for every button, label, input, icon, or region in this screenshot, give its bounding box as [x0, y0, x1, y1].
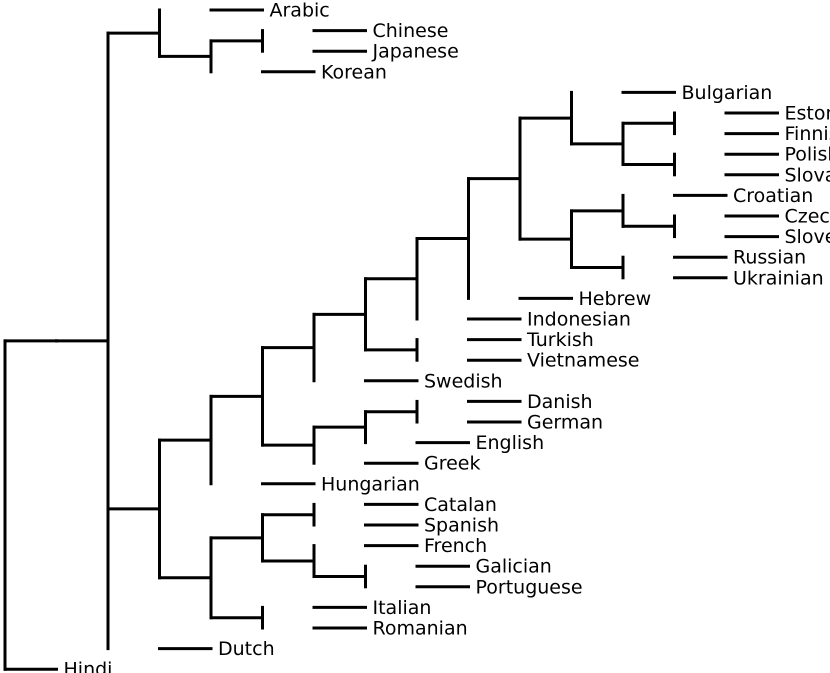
leaf-label-czech: Czech: [785, 206, 830, 228]
leaf-label-hindi: Hindi: [64, 659, 113, 673]
leaf-label-spanish: Spanish: [424, 515, 499, 537]
leaf-label-finnish: Finnish: [785, 123, 830, 145]
leaf-label-galician: Galician: [476, 556, 552, 578]
leaf-label-croatian: Croatian: [733, 185, 813, 207]
leaf-label-dutch: Dutch: [218, 638, 275, 660]
leaf-label-bulgarian: Bulgarian: [682, 82, 773, 104]
leaf-label-italian: Italian: [373, 597, 432, 619]
leaf-label-english: English: [476, 432, 545, 454]
leaf-label-hungarian: Hungarian: [321, 473, 420, 495]
leaf-label-portuguese: Portuguese: [476, 576, 583, 598]
leaf-label-swedish: Swedish: [424, 370, 503, 392]
leaf-label-korean: Korean: [321, 61, 387, 83]
leaf-label-slovak: Slovak: [785, 164, 830, 186]
leaf-label-ukrainian: Ukrainian: [733, 267, 824, 289]
leaf-label-russian: Russian: [733, 247, 806, 269]
leaf-label-romanian: Romanian: [373, 618, 468, 640]
leaf-label-slovenian: Slovenian: [785, 226, 830, 248]
leaf-label-turkish: Turkish: [526, 329, 594, 351]
leaf-label-polish: Polish: [785, 144, 830, 166]
leaf-label-japanese: Japanese: [372, 41, 459, 63]
leaf-label-danish: Danish: [527, 391, 593, 413]
leaf-label-indonesian: Indonesian: [527, 309, 631, 331]
leaf-label-chinese: Chinese: [373, 20, 449, 42]
leaf-label-estonian: Estonian: [785, 103, 830, 125]
leaf-label-catalan: Catalan: [424, 494, 497, 516]
leaf-label-arabic: Arabic: [270, 0, 330, 22]
leaf-label-vietnamese: Vietnamese: [527, 350, 639, 372]
leaf-label-hebrew: Hebrew: [579, 288, 652, 310]
leaf-label-french: French: [424, 535, 487, 557]
leaf-label-greek: Greek: [424, 453, 481, 475]
leaf-label-german: German: [527, 412, 603, 434]
